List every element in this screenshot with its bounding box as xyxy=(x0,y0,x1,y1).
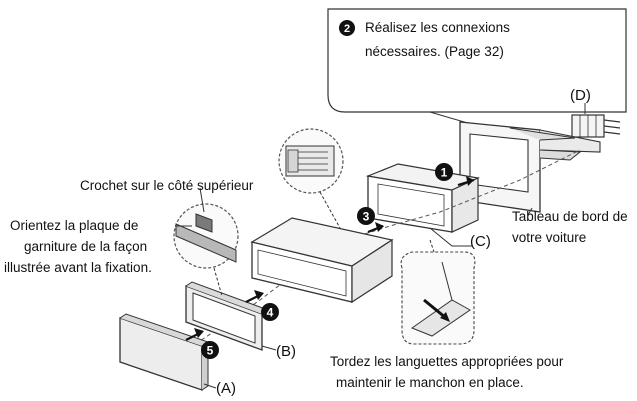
callout-frame xyxy=(327,8,627,113)
orient-line-3: illustrée avant la fixation. xyxy=(4,260,152,275)
tab-bend-detail xyxy=(400,239,476,345)
step-5-arrow xyxy=(194,328,204,338)
radio-unit xyxy=(250,217,394,304)
dashboard-label-line-2: votre voiture xyxy=(512,230,586,245)
callout-line-2: nécessaires. (Page 32) xyxy=(365,44,504,59)
part-label-b: (B) xyxy=(276,343,296,360)
hook-tab xyxy=(195,213,213,233)
step-1-arrow xyxy=(466,176,474,186)
step-1-number: 1 xyxy=(441,166,448,180)
step-5-number: 5 xyxy=(207,344,214,358)
tabs-note-line-1: Tordez les languettes appropriées pour xyxy=(330,354,564,369)
step-4-number: 4 xyxy=(267,306,274,320)
hook-detail-circle xyxy=(173,203,239,297)
hook-label: Crochet sur le côté supérieur xyxy=(80,178,254,193)
wiring-connector: (D) xyxy=(570,87,621,138)
step-2-number: 2 xyxy=(344,23,350,35)
hook-label-leader xyxy=(199,187,205,213)
part-label-c: (C) xyxy=(470,233,491,250)
sleeve-detail-circle xyxy=(278,128,344,229)
orient-line-1: Orientez la plaque de xyxy=(10,218,138,233)
step-5-marker: 5 xyxy=(185,328,219,359)
car-dashboard: Tableau de bord de votre voiture xyxy=(459,121,628,245)
orient-line-2: garniture de la façon xyxy=(24,239,147,254)
callout-line-1: Réalisez les connexions xyxy=(365,20,510,35)
assembly-axis-line xyxy=(183,149,581,353)
radio-side xyxy=(351,238,393,304)
dashboard-label-line-1: Tableau de bord de xyxy=(512,209,628,224)
tabs-note-line-2: maintenir le manchon en place. xyxy=(336,375,524,390)
step-3-marker: 3 xyxy=(357,207,384,234)
step-4-marker: 4 xyxy=(245,290,279,321)
step-4-arrow xyxy=(254,290,264,300)
mounting-sleeve: (C) xyxy=(365,163,491,250)
dashboard-opening xyxy=(469,133,529,193)
part-label-a: (A) xyxy=(216,380,236,397)
step-2-badge xyxy=(339,20,355,36)
step-3-arrow xyxy=(375,222,384,232)
bend-arrow xyxy=(440,312,450,322)
part-label-d: (D) xyxy=(570,87,591,104)
connections-callout: 2 Réalisez les connexions nécessaires. (… xyxy=(327,8,627,151)
step-1-marker: 1 xyxy=(435,163,475,187)
trim-plate: (B) xyxy=(185,281,296,360)
step-3-number: 3 xyxy=(363,210,370,224)
